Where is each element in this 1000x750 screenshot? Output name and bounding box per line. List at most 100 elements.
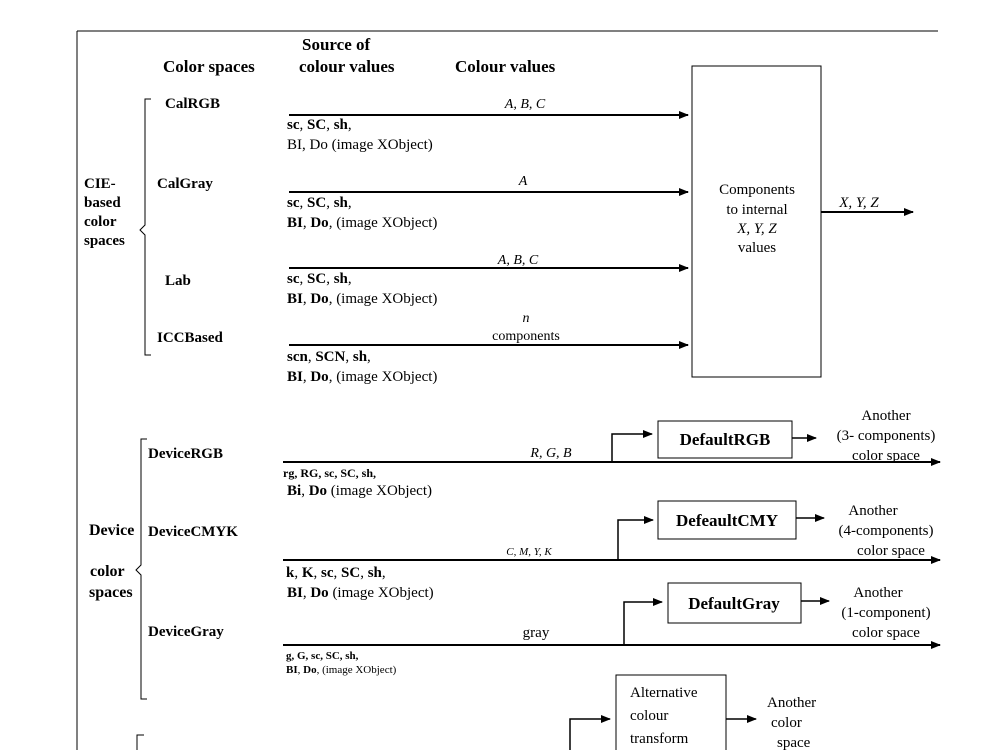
another-line-1: Another [848,503,897,519]
source-image-ops: BI, Do (image XObject) [287,585,434,601]
colour-value-label: components [492,329,560,344]
op: sh [334,195,349,211]
cie-group-label-3: color [84,214,117,230]
op: k [286,565,295,581]
sep: , [326,195,334,211]
cie-row-iccbased: ICCBased n components scn, SCN, sh, BI, … [157,311,689,385]
sep: , [303,215,311,231]
sep: , (image XObject) [317,664,397,676]
sep: , (image XObject) [329,291,438,307]
alternative-another-line-1: Another [767,695,816,711]
alternative-another-line-2: color [771,715,802,731]
sep: , [334,565,342,581]
sep: , [303,291,311,307]
op: BI [286,664,298,676]
device-group-label-1: Device [89,522,134,539]
colour-value-label: A, B, C [504,97,546,112]
sep: , [360,565,368,581]
default-box-frame [657,500,797,540]
xyz-box-frame [691,65,822,378]
device-row-gray: DeviceGray gray DefaultGray Another (1-c… [148,582,941,676]
another-line-2: (4-components) [839,523,934,539]
op: sc [321,565,334,581]
colour-value-label: A [518,174,528,189]
sep: , [300,271,308,287]
op: BI [287,291,303,307]
alternative-box-frame [615,674,727,750]
op: scn [287,349,308,365]
op: BI [287,215,303,231]
op: SCN [315,349,345,365]
xyz-box-line-1: Components [719,182,795,198]
another-line-1: Another [861,408,910,424]
op: sc [287,195,300,211]
source-image-ops: Bi, Do (image XObject) [287,483,432,499]
op: BI [287,585,303,601]
default-branch-arrow [617,516,654,560]
header-source-line1: Source of [302,35,370,54]
op: Do [310,291,328,307]
sep: , [300,117,308,133]
colour-value-label: n [523,311,530,326]
default-branch-arrow [623,598,663,645]
header-color-spaces: Color spaces [163,57,255,76]
cie-row-calrgb: CalRGB A, B, C sc, SC, sh, BI, Do (image… [165,96,689,153]
source-operators: sc, SC, sh, [287,117,352,133]
op: Do [310,369,328,385]
cie-row-calgray: CalGray A sc, SC, sh, BI, Do, (image XOb… [157,174,689,231]
alternative-box-line-3: transform [630,731,689,747]
sep: , [308,349,316,365]
sep: , [314,565,322,581]
another-line-3: color space [852,448,920,464]
color-space-name: DeviceGray [148,624,224,640]
op: sh [353,349,368,365]
colour-value-label: C, M, Y, K [506,546,552,558]
source-operators: sc, SC, sh, [287,271,352,287]
color-space-name: DeviceCMYK [148,524,238,540]
source-image-ops: BI, Do, (image XObject) [287,291,437,307]
device-group-label-2: color [90,563,125,580]
op: sc [287,271,300,287]
another-line-2: (3- components) [837,428,936,444]
alternative-another-line-3: space [777,735,811,750]
cie-group-label-4: spaces [84,233,125,249]
alternative-box-line-2: colour [630,708,668,724]
source-operators: g, G, sc, SC, sh, [286,650,359,662]
another-line-1: Another [853,585,902,601]
op: SC [307,195,326,211]
cie-group-brace [139,98,151,356]
colour-value-label: A, B, C [497,253,539,268]
source-operators: sc, SC, sh, [287,195,352,211]
source-image-ops: BI, Do, (image XObject) [287,369,437,385]
xyz-box-line-4: values [738,240,776,256]
sep: , [326,117,334,133]
color-space-name: DeviceRGB [148,446,223,462]
source-image-ops: BI, Do (image XObject) [287,137,433,153]
xyz-box-line-2: to internal [726,202,787,218]
color-space-name: CalRGB [165,96,220,112]
op: sh [334,271,349,287]
device-row-cmyk: DeviceCMYK C, M, Y, K DefeaultCMY Anothe… [148,500,941,601]
cie-group-label-1: CIE- [84,176,116,192]
op: SC [341,565,360,581]
op: sh [334,117,349,133]
another-line-3: color space [857,543,925,559]
default-box-label: DefaultGray [688,594,780,613]
default-box-label: DefaultRGB [680,430,771,449]
xyz-output-label: X, Y, Z [838,195,879,211]
sep: (image XObject) [329,585,434,601]
source-image-ops: BI, Do, (image XObject) [286,664,397,676]
color-space-name: ICCBased [157,330,224,346]
source-operators: scn, SCN, sh, [287,349,371,365]
device-group-label-3: spaces [89,584,133,601]
sep: , [367,349,371,365]
xyz-conversion-box: Components to internal X, Y, Z values [691,65,822,378]
header-source-line2: colour values [299,57,395,76]
default-box-frame [657,420,793,459]
source-operators: k, K, sc, SC, sh, [286,565,386,581]
sep: , [303,585,311,601]
xyz-box-line-3: X, Y, Z [736,221,777,237]
sep: , [303,369,311,385]
op: Do [303,664,317,676]
